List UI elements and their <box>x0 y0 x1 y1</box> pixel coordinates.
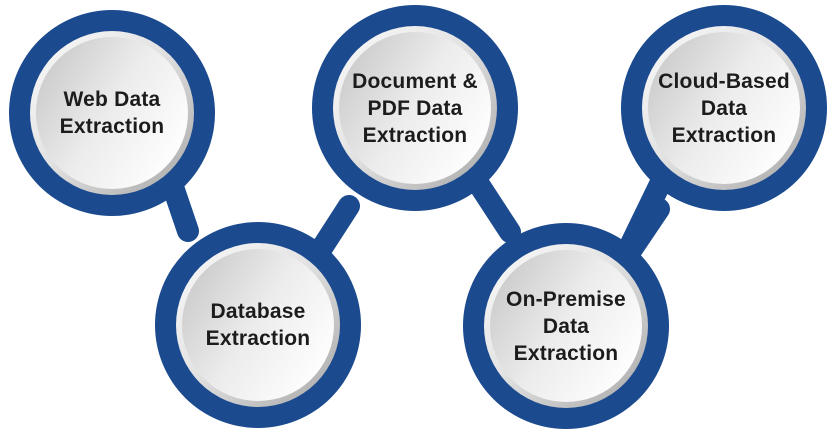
magnifying-glass-icon-document: Document & PDF Data Extraction <box>312 5 518 211</box>
magnifying-glass-icon-cloud: Cloud-Based Data Extraction <box>621 5 827 211</box>
magnifying-glass-icon-database: Database Extraction <box>155 222 361 428</box>
lens-face: On-Premise Data Extraction <box>490 250 642 402</box>
magnifying-glass-icon-web: Web Data Extraction <box>9 10 215 216</box>
lens-rim: Cloud-Based Data Extraction <box>642 26 806 190</box>
lens-rim: Document & PDF Data Extraction <box>333 26 497 190</box>
circle-label-document: Document & PDF Data Extraction <box>352 69 478 147</box>
lens-face: Cloud-Based Data Extraction <box>648 32 800 184</box>
magnifier-handle-on-premise <box>619 198 670 263</box>
circle-label-on-premise: On-Premise Data Extraction <box>506 287 626 365</box>
magnifying-glass-icon-on-premise: On-Premise Data Extraction <box>463 223 669 429</box>
lens-face: Document & PDF Data Extraction <box>339 32 491 184</box>
circle-label-web: Web Data Extraction <box>59 88 165 138</box>
lens-rim: Database Extraction <box>176 243 340 407</box>
circle-label-cloud: Cloud-Based Data Extraction <box>658 69 790 147</box>
lens-rim: Web Data Extraction <box>30 31 194 195</box>
lens-face: Web Data Extraction <box>36 37 188 189</box>
circle-label-database: Database Extraction <box>205 300 311 350</box>
lens-face: Database Extraction <box>182 249 334 401</box>
magnifier-handle-document <box>467 172 521 243</box>
lens-rim: On-Premise Data Extraction <box>484 244 648 408</box>
